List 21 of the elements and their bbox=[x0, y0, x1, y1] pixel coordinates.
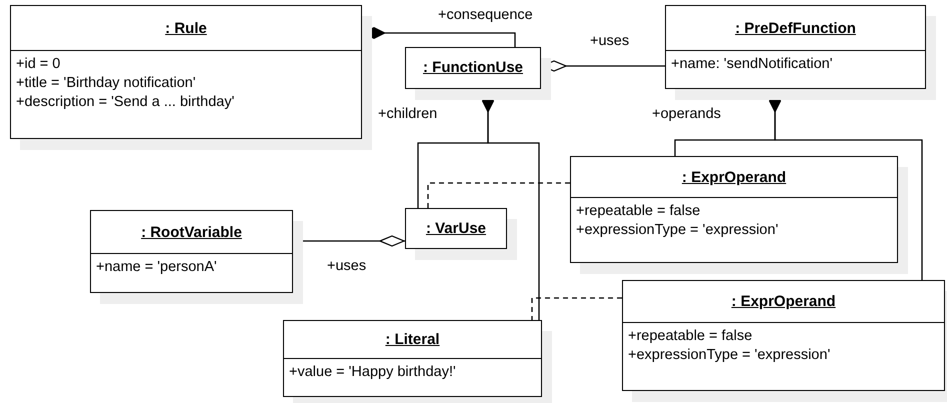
dashed-link bbox=[531, 297, 622, 320]
object-name: : FunctionUse bbox=[422, 58, 524, 78]
object-name: : Literal bbox=[284, 321, 541, 359]
attribute-text: +name = 'personA' bbox=[95, 258, 218, 277]
object-name: : VarUse bbox=[424, 218, 488, 238]
attribute-text: +title = 'Birthday notification' bbox=[15, 74, 197, 93]
attribute-text: +description = 'Send a ... birthday' bbox=[15, 93, 236, 112]
object-name: : PreDefFunction bbox=[666, 6, 925, 51]
attribute-text: +expressionType = 'expression' bbox=[575, 221, 780, 240]
object-name: : Rule bbox=[11, 6, 361, 51]
attribute-text: +repeatable = false bbox=[575, 202, 702, 221]
attribute-text: +expressionType = 'expression' bbox=[627, 346, 832, 365]
object-name: : ExprOperand bbox=[571, 157, 897, 198]
attribute-text: +value = 'Happy birthday!' bbox=[288, 363, 457, 382]
role-label: +operands bbox=[652, 106, 721, 122]
attribute-text: +repeatable = false bbox=[627, 327, 754, 346]
object-name: : ExprOperand bbox=[623, 281, 944, 323]
dashed-link bbox=[427, 182, 570, 208]
object-name: : RootVariable bbox=[91, 211, 292, 254]
attribute-text: +name: 'sendNotification' bbox=[670, 55, 834, 74]
attribute-text: +id = 0 bbox=[15, 55, 62, 74]
